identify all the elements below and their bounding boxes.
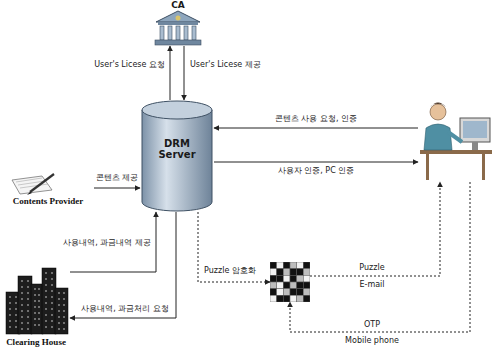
- connector-label: 사용자 인증, PC 인증: [277, 166, 356, 176]
- dashed-arrow: [310, 182, 440, 276]
- arrow: [214, 162, 418, 163]
- connector-label: 콘텐츠 사용 요청, 인증: [274, 114, 358, 124]
- connector-label: 콘텐츠 제공: [95, 173, 140, 183]
- node-label: Contents Provider: [13, 197, 84, 207]
- ca-node: CA: [148, 0, 208, 46]
- node-label: Clearing House: [6, 338, 66, 348]
- puzzle-grid: [270, 262, 310, 302]
- server-cylinder: DRM Server: [140, 100, 214, 212]
- arrow: [170, 46, 171, 100]
- arrow: [70, 212, 176, 318]
- connector-label: Puzzle 암호화: [203, 266, 257, 276]
- arrow: [184, 46, 185, 100]
- node-label: DRM Server: [154, 138, 200, 160]
- user-node: [418, 90, 492, 182]
- channel-label: E-mail: [358, 280, 385, 290]
- arrow: [94, 188, 140, 189]
- provider-node: Contents Provider: [2, 172, 94, 210]
- connector-label: Puzzle: [358, 263, 385, 273]
- channel-label: Mobile phone: [344, 336, 400, 346]
- connector-label: OTP: [363, 320, 381, 330]
- puzzle-icon: [270, 262, 310, 302]
- city-icon: [2, 262, 70, 350]
- clearing-house-node: Clearing House: [2, 262, 70, 350]
- dashed-arrow: [198, 212, 270, 282]
- connector-label: 사용내역, 과금처리 요청: [80, 304, 170, 314]
- connector-label: User's Licese 제공: [189, 60, 262, 70]
- user-icon: [418, 90, 492, 182]
- dashed-arrow: [290, 182, 470, 332]
- node-label: CA: [171, 1, 185, 11]
- connector-label: 사용내역, 과금내역 제공: [62, 238, 152, 248]
- connector-label: User's Licese 요청: [93, 60, 166, 70]
- arrow: [214, 128, 418, 129]
